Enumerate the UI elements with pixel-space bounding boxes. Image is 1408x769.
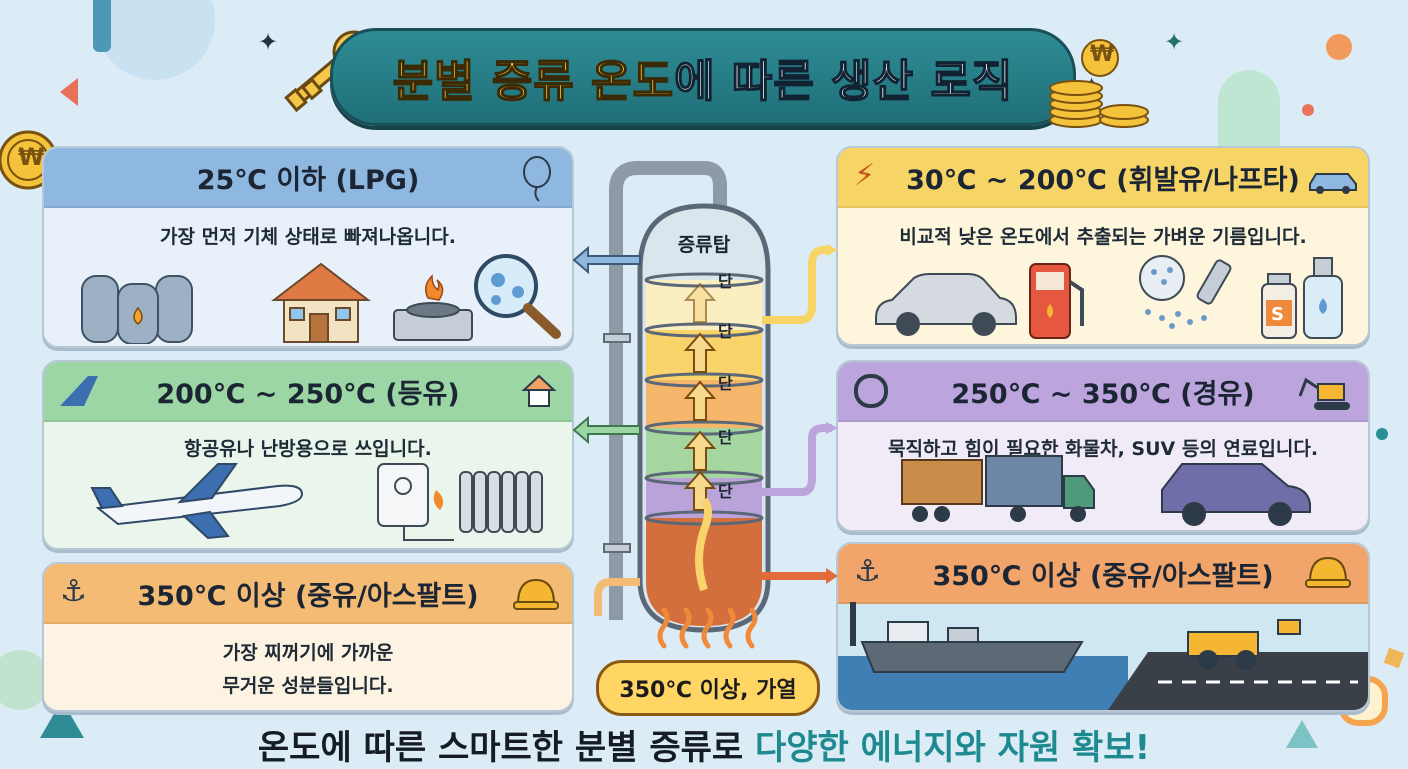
truck-icon	[901, 455, 1095, 522]
panel-heavy-oil-right: 350℃ 이상 (중유/아스팔트) ⚓	[836, 542, 1370, 712]
coin-stack-icon	[1049, 39, 1149, 128]
bottle-icon	[1303, 257, 1343, 339]
panel-heavy-oil-left-heading: 350℃ 이상 (중유/아스팔트)	[137, 580, 479, 612]
panel-lpg-description: 가장 먼저 기체 상태로 빠져나옵니다.	[160, 226, 456, 248]
small-car-icon	[1309, 173, 1357, 194]
harbor-scene-icon	[838, 602, 1368, 710]
panel-heavy-oil-right-heading: 350℃ 이상 (중유/아스팔트)	[932, 560, 1274, 592]
hard-hat-icon	[513, 578, 559, 610]
stage-label-1: 단	[718, 272, 733, 291]
footer-slogan: 온도에 따른 스마트한 분별 증류로 다양한 에너지와 자원 확보!	[0, 720, 1408, 769]
footer-part-1: 온도에 따른 스마트한 분별 증류로	[257, 728, 755, 768]
panel-kerosene-heading: 200℃ ~ 250℃ (등유)	[156, 378, 460, 410]
house-icon	[271, 262, 371, 343]
panel-heavy-oil-right-header: 350℃ 이상 (중유/아스팔트)	[838, 544, 1368, 604]
stage-label-5: 단	[718, 482, 733, 501]
radiator-icon	[459, 471, 543, 533]
tail-fin-icon	[60, 376, 98, 406]
excavator-icon	[1298, 377, 1350, 410]
gas-cylinder-icon	[81, 275, 193, 344]
panel-gasoline-header: 30℃ ~ 200℃ (휘발유/나프타)	[838, 148, 1368, 208]
panel-heavy-oil-left-header: 350℃ 이상 (중유/아스팔트)	[44, 564, 572, 624]
bg-dot-teal	[1376, 428, 1388, 440]
panel-kerosene-header: 200℃ ~ 250℃ (등유)	[44, 362, 572, 422]
panel-diesel-header: 250℃ ~ 350℃ (경유)	[838, 362, 1368, 422]
home-icon	[521, 374, 557, 407]
anchor-icon: ⚓	[60, 574, 87, 609]
steering-wheel-icon	[854, 374, 888, 408]
panel-diesel-description: 묵직하고 힘이 필요한 화물차, SUV 등의 연료입니다.	[887, 438, 1319, 460]
panel-gasoline: 30℃ ~ 200℃ (휘발유/나프타) 비교적 낮은 온도에서 추출되는 가벼…	[836, 146, 1370, 346]
panel-diesel-heading: 250℃ ~ 350℃ (경유)	[951, 378, 1255, 410]
footer-part-2: 다양한 에너지와 자원 확보!	[755, 728, 1151, 768]
panel-heavy-oil-left-description-2: 무거운 성분들입니다.	[222, 675, 394, 697]
sparkle-icon: ✦	[1164, 28, 1185, 56]
bg-circle-orange	[1326, 34, 1352, 60]
bg-dot-small	[1302, 104, 1314, 116]
panel-diesel: 250℃ ~ 350℃ (경유) 묵직하고 힘이 필요한 화물차, SUV 등의…	[836, 360, 1370, 532]
panel-lpg-header: 25℃ 이하 (LPG)	[44, 148, 572, 208]
bottle-letter: S	[1271, 304, 1284, 325]
magnifier-molecule-icon	[474, 254, 561, 339]
suv-icon	[1161, 463, 1311, 526]
bg-circle-top-left	[95, 0, 215, 80]
panel-lpg-heading: 25℃ 이하 (LPG)	[196, 164, 420, 196]
balloon-icon	[523, 156, 551, 202]
title-part-1: 분별 증류 온도	[392, 55, 675, 108]
panel-gasoline-description: 비교적 낮은 온도에서 추출되는 가벼운 기름입니다.	[899, 226, 1307, 248]
anchor-icon: ⚓	[854, 554, 881, 589]
boiler-icon	[377, 463, 454, 541]
panel-kerosene: 200℃ ~ 250℃ (등유) 항공유나 난방용으로 쓰입니다.	[42, 360, 574, 550]
title-banner: 분별 증류 온도 에 따른 생산 로직	[330, 28, 1076, 126]
bg-square-icon	[1383, 647, 1405, 669]
panel-heavy-oil-left-description-1: 가장 찌꺼기에 가까운	[222, 642, 394, 664]
airplane-icon	[90, 463, 304, 540]
bg-triangle-bottom-right	[1286, 720, 1318, 748]
stage-label-2: 단	[718, 322, 733, 341]
panel-kerosene-description: 항공유나 난방용으로 쓰입니다.	[184, 438, 432, 460]
panel-lpg: 25℃ 이하 (LPG) 가장 먼저 기체 상태로 빠져나옵니다.	[42, 146, 574, 348]
gas-stove-icon	[393, 274, 473, 341]
stage-label-3: 단	[718, 374, 733, 393]
heat-badge: 350℃ 이상, 가열	[596, 660, 820, 716]
coin-symbol: ₩	[1090, 42, 1115, 67]
coin-symbol: ₩	[18, 143, 45, 171]
lightning-icon: ⚡	[854, 158, 876, 193]
panel-gasoline-heading: 30℃ ~ 200℃ (휘발유/나프타)	[906, 164, 1300, 196]
bottle-s-icon	[1261, 273, 1297, 339]
hard-hat-icon	[1305, 556, 1351, 588]
bg-triangle-icon	[60, 78, 78, 106]
spray-particles-icon	[1139, 255, 1232, 329]
sparkle-icon: ✦	[258, 28, 279, 56]
bg-block-left	[93, 0, 111, 52]
distillation-tower	[572, 161, 838, 649]
fuel-pump-icon	[1029, 263, 1084, 339]
title-part-2: 에 따른 생산 로직	[673, 55, 1014, 108]
panel-heavy-oil-left: 350℃ 이상 (중유/아스팔트) 가장 찌꺼기에 가까운 무거운 성분들입니다…	[42, 562, 574, 712]
tower-label: 증류탑	[677, 234, 731, 256]
stage-label-4: 단	[718, 428, 733, 447]
car-icon	[875, 273, 1017, 336]
